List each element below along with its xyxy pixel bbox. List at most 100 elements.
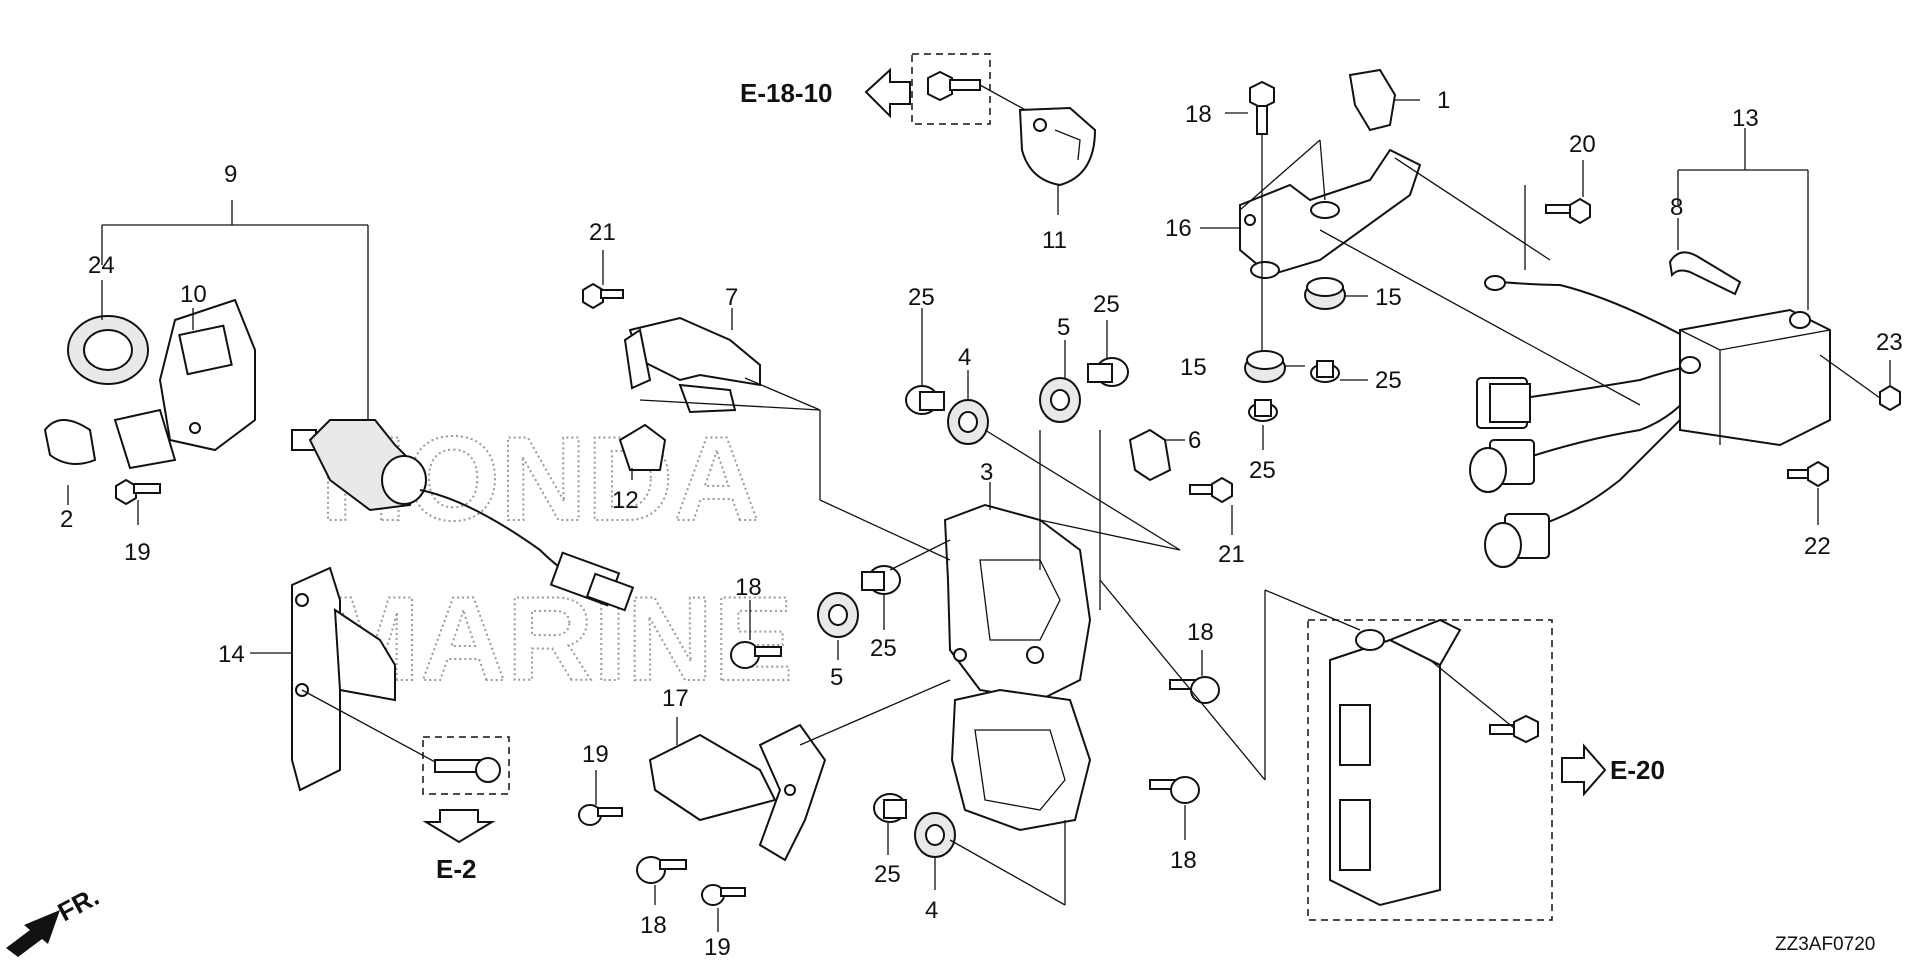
callout-7[interactable]: 7 (725, 284, 738, 311)
part-25-collar-d (873, 793, 907, 823)
callout-18-top[interactable]: 18 (1185, 101, 1212, 128)
callout-9[interactable]: 9 (224, 161, 237, 188)
part-15-grommet-right (1304, 277, 1346, 310)
bolt-box-e2 (422, 736, 510, 795)
part-21-bolt-left (582, 282, 624, 310)
callout-18-left[interactable]: 18 (735, 574, 762, 601)
callout-1[interactable]: 1 (1437, 87, 1450, 114)
callout-19-left[interactable]: 19 (124, 539, 151, 566)
part-25-collar-a (905, 385, 945, 415)
part-18-bolt-top (1249, 80, 1275, 135)
part-5-grommet-left (817, 592, 859, 638)
callout-25-f[interactable]: 25 (1375, 367, 1402, 394)
part-17-bracket (648, 723, 827, 862)
diagram-code: ZZ3AF0720 (1775, 934, 1875, 955)
bolt-box-e18-10 (911, 53, 991, 125)
part-24-ring (67, 315, 149, 385)
callout-5-top[interactable]: 5 (1057, 314, 1070, 341)
part-25-collar-c (861, 565, 901, 595)
callout-20[interactable]: 20 (1569, 131, 1596, 158)
callout-4-top[interactable]: 4 (958, 344, 971, 371)
part-14-bracket (291, 566, 396, 792)
front-arrow: FR. (6, 881, 104, 957)
part-25-collar-f (1310, 360, 1340, 383)
callout-3[interactable]: 3 (980, 459, 993, 486)
callout-25-c[interactable]: 25 (870, 635, 897, 662)
part-19-bolt-mid (578, 804, 623, 826)
callout-19-bottom[interactable]: 19 (704, 934, 731, 961)
ref-label-e2: E-2 (436, 854, 476, 884)
callout-5-left[interactable]: 5 (830, 664, 843, 691)
part-15-grommet-left (1244, 350, 1286, 383)
part-9-solenoid (291, 419, 427, 512)
part-20-bolt (1545, 197, 1591, 225)
part-19-bolt-left (115, 478, 161, 506)
part-19-bolt-bottom (701, 884, 746, 906)
callout-16[interactable]: 16 (1165, 215, 1192, 242)
part-6-clip (1128, 428, 1172, 482)
part-18-bolt-bottomleft (636, 856, 687, 884)
callout-labels: 1 2 3 4 4 5 5 6 7 8 9 10 11 12 13 14 15 … (60, 87, 1903, 961)
front-label: FR. (53, 881, 104, 927)
ref-label-e18-10: E-18-10 (740, 78, 833, 108)
part-8-clamp (1668, 251, 1742, 296)
callout-23[interactable]: 23 (1876, 329, 1903, 356)
part-5-grommet-top (1039, 377, 1081, 423)
ref-arrow-e20[interactable]: E-20 (1561, 743, 1665, 797)
part-bolt-e18-10 (927, 70, 981, 102)
part-18-bolt-left (730, 641, 782, 669)
part-1-clip (1348, 68, 1397, 132)
part-18-bolt-bottomright (1149, 776, 1200, 804)
callout-11[interactable]: 11 (1042, 227, 1067, 254)
part-10-bracket (158, 298, 256, 452)
callout-8[interactable]: 8 (1670, 194, 1683, 221)
callout-22[interactable]: 22 (1804, 533, 1831, 560)
callout-13[interactable]: 13 (1732, 105, 1759, 132)
part-e20-module (1329, 618, 1462, 907)
callout-25-d[interactable]: 25 (874, 861, 901, 888)
module-box-e20 (1307, 619, 1553, 921)
callout-4-bottom[interactable]: 4 (925, 897, 938, 924)
part-bolt-e2 (434, 757, 501, 783)
part-23-bolt (1879, 384, 1901, 412)
part-13-harness (1469, 275, 1831, 568)
part-16-bracket (1239, 148, 1422, 279)
callout-14[interactable]: 14 (218, 641, 245, 668)
part-4-grommet-top (947, 399, 989, 445)
part-25-collar-b (1087, 357, 1129, 387)
part-11-bracket (1018, 106, 1097, 187)
callout-6[interactable]: 6 (1188, 427, 1201, 454)
callout-18-bottomleft[interactable]: 18 (640, 912, 667, 939)
ref-label-e20: E-20 (1610, 755, 1665, 785)
part-12-clip (618, 423, 667, 471)
callout-25-b[interactable]: 25 (1093, 291, 1120, 318)
callout-2[interactable]: 2 (60, 506, 73, 533)
callout-25-e[interactable]: 25 (1249, 457, 1276, 484)
callout-15-left[interactable]: 15 (1180, 354, 1207, 381)
part-7-bracket (623, 316, 761, 414)
watermark-marine: MARINE (320, 572, 793, 706)
callout-17[interactable]: 17 (662, 685, 689, 712)
part-22-bolt (1787, 460, 1829, 488)
callout-19-mid[interactable]: 19 (582, 741, 609, 768)
callout-12[interactable]: 12 (612, 487, 639, 514)
part-4-grommet-bottom (914, 812, 956, 858)
callout-25-a[interactable]: 25 (908, 284, 935, 311)
part-9-connector (549, 551, 635, 612)
callout-10[interactable]: 10 (180, 281, 207, 308)
callout-18-mid[interactable]: 18 (1187, 619, 1214, 646)
callout-18-bottomright[interactable]: 18 (1170, 847, 1197, 874)
part-25-collar-e (1248, 399, 1278, 422)
part-3-main-bracket (943, 503, 1092, 832)
part-21-bolt-right (1189, 476, 1233, 504)
part-18-bolt-mid (1169, 676, 1220, 704)
callout-15-right[interactable]: 15 (1375, 284, 1402, 311)
callout-24[interactable]: 24 (88, 252, 115, 279)
part-e20-bolt (1489, 714, 1539, 744)
callout-21-left[interactable]: 21 (589, 219, 616, 246)
ref-arrow-e18-10[interactable]: E-18-10 (740, 67, 911, 119)
ref-arrow-e2[interactable]: E-2 (422, 809, 496, 884)
callout-21-right[interactable]: 21 (1218, 541, 1245, 568)
